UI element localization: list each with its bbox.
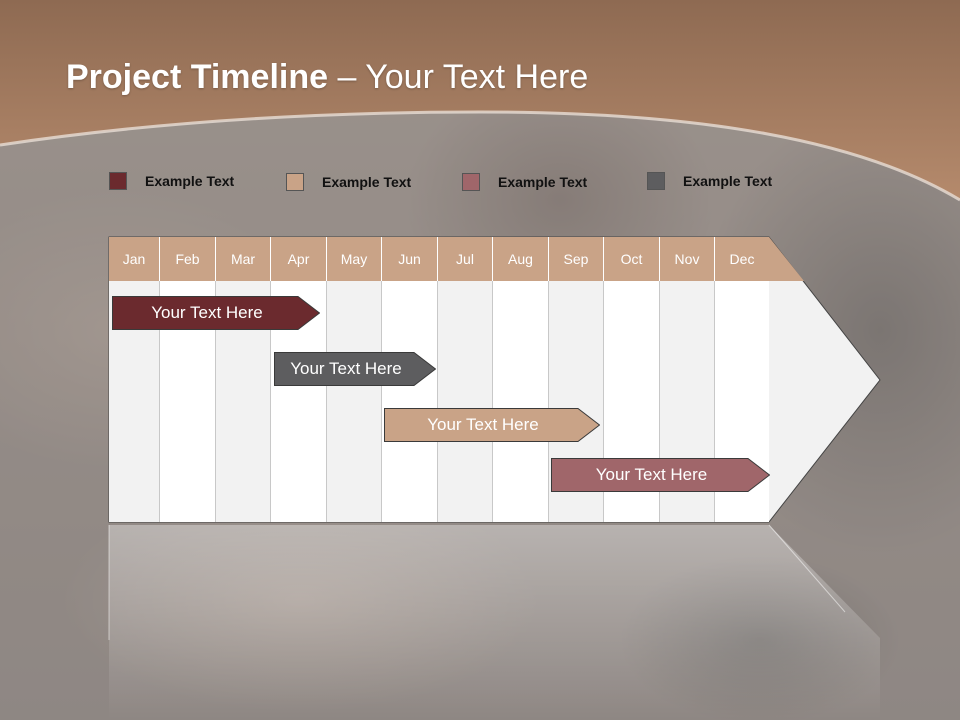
legend-item-4: Example Text: [647, 170, 772, 192]
task-label: Your Text Here: [427, 415, 539, 434]
legend-swatch: [647, 172, 665, 190]
task-bar-4: Your Text Here: [551, 458, 770, 492]
legend-label: Example Text: [145, 173, 235, 189]
month-label-aug: Aug: [492, 237, 548, 281]
month-label-jan: Jan: [109, 237, 159, 281]
task-bar-2: Your Text Here: [274, 352, 436, 386]
task-label: Your Text Here: [151, 303, 263, 322]
month-label-mar: Mar: [215, 237, 270, 281]
legend-item-3: Example Text: [462, 171, 587, 193]
month-label-may: May: [326, 237, 381, 281]
month-label-sep: Sep: [548, 237, 603, 281]
task-arrow-shape: [551, 458, 770, 492]
month-column: [437, 281, 492, 522]
title-strong: Project Timeline: [66, 58, 329, 96]
month-column: [326, 281, 381, 522]
header-band: [0, 0, 960, 202]
month-label-feb: Feb: [159, 237, 215, 281]
legend-label: Example Text: [683, 173, 773, 189]
legend-label: Example Text: [322, 174, 412, 190]
legend-swatch: [462, 173, 480, 191]
task-label: Your Text Here: [595, 465, 708, 484]
task-bar-1: Your Text Here: [112, 296, 320, 330]
title-rest: – Your Text Here: [328, 58, 589, 96]
month-label-nov: Nov: [659, 237, 714, 281]
month-label-jul: Jul: [437, 237, 492, 281]
month-label-jun: Jun: [381, 237, 437, 281]
legend-label: Example Text: [498, 174, 588, 190]
legend-swatch: [109, 172, 127, 190]
month-column: [492, 281, 548, 522]
month-label-oct: Oct: [603, 237, 659, 281]
slide-title: Project Timeline – Your Text Here: [66, 58, 588, 97]
legend-item-1: Example Text: [109, 170, 234, 192]
task-arrow-shape: [384, 408, 600, 442]
month-label-dec: Dec: [714, 237, 769, 281]
task-label: Your Text Here: [290, 359, 402, 378]
legend-item-2: Example Text: [286, 171, 411, 193]
task-arrow-shape: [112, 296, 320, 330]
legend-swatch: [286, 173, 304, 191]
month-column: [381, 281, 437, 522]
month-label-apr: Apr: [270, 237, 326, 281]
task-bar-3: Your Text Here: [384, 408, 600, 442]
task-arrow-shape: [274, 352, 436, 386]
